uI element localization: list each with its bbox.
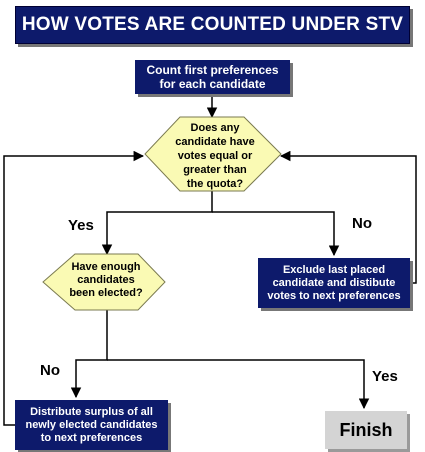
enough-line: candidates bbox=[77, 274, 135, 286]
connector-exclude-loop bbox=[279, 150, 417, 284]
start-line: Count first preferences bbox=[146, 63, 279, 77]
surplus-line: to next preferences bbox=[40, 431, 143, 444]
connector-quota-split bbox=[101, 191, 213, 256]
surplus-line: Distribute surplus of all bbox=[30, 405, 153, 418]
enough-decision-shape bbox=[42, 253, 166, 311]
start-count-box: Count first preferences for each candida… bbox=[135, 60, 290, 94]
quota-no-label: No bbox=[352, 215, 372, 232]
distribute-surplus-box: Distribute surplus of all newly elected … bbox=[15, 400, 168, 450]
connector-surplus-loop bbox=[3, 150, 145, 426]
enough-line: Have enough bbox=[71, 261, 141, 273]
page-title: HOW VOTES ARE COUNTED UNDER STV bbox=[15, 6, 410, 44]
exclude-candidate-box: Exclude last placed candidate and distib… bbox=[258, 258, 410, 308]
quota-line: the quota? bbox=[186, 178, 244, 190]
quota-yes-label: Yes bbox=[68, 217, 94, 234]
enough-yes-label: Yes bbox=[372, 368, 398, 385]
connector-enough-split bbox=[70, 310, 108, 399]
quota-decision-shape bbox=[144, 116, 282, 192]
start-line: for each candidate bbox=[159, 77, 266, 91]
enough-line: been elected? bbox=[69, 287, 143, 299]
connector-quota-no bbox=[212, 211, 340, 257]
connector-enough-yes bbox=[107, 359, 370, 410]
exclude-line: votes to next preferences bbox=[267, 289, 401, 302]
surplus-line: newly elected candidates bbox=[25, 418, 158, 431]
quota-line: votes equal or bbox=[177, 150, 253, 162]
quota-line: greater than bbox=[183, 164, 247, 176]
exclude-line: Exclude last placed bbox=[282, 263, 386, 276]
quota-decision-text: Does any candidate have votes equal or g… bbox=[175, 121, 255, 191]
enough-decision-text: Have enough candidates been elected? bbox=[56, 261, 156, 300]
enough-no-label: No bbox=[40, 362, 60, 379]
quota-line: candidate have bbox=[175, 136, 255, 148]
quota-line: Does any bbox=[190, 122, 240, 134]
exclude-line: candidate and distibute bbox=[272, 276, 396, 289]
finish-box: Finish bbox=[325, 411, 407, 449]
